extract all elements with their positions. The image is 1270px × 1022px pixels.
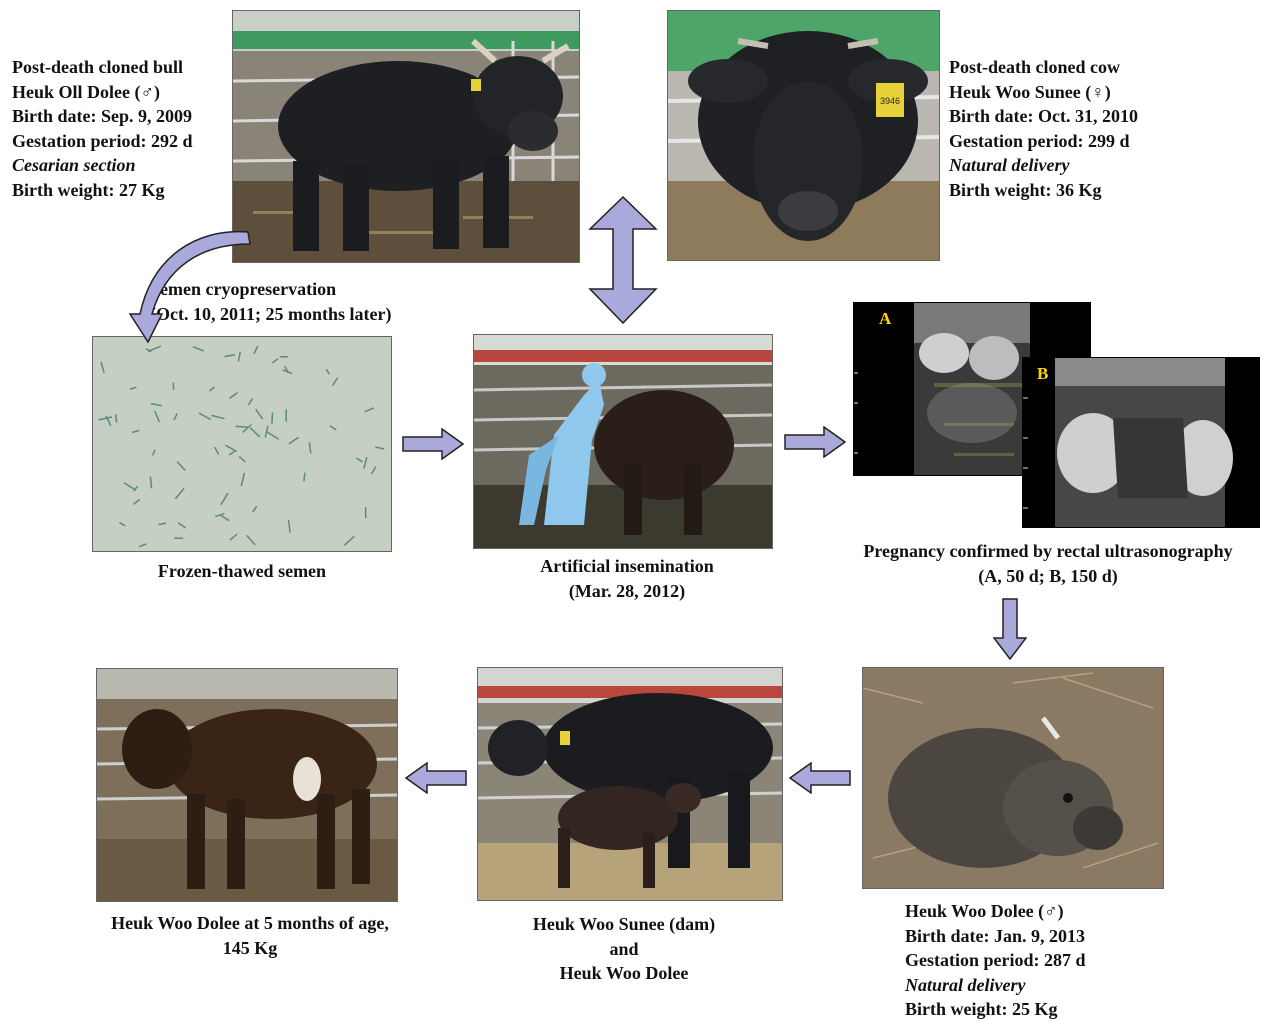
dam-calf-line-1: Heuk Woo Sunee (dam) — [474, 912, 774, 937]
calf-birth-date: Birth date: Jan. 9, 2013 — [905, 924, 1086, 949]
insemination-photo — [473, 334, 773, 549]
bull-info: Post-death cloned bull Heuk Oll Dolee (♂… — [12, 55, 193, 202]
insemination-date: (Mar. 28, 2012) — [477, 579, 777, 604]
bull-gestation: Gestation period: 292 d — [12, 129, 193, 154]
five-months-line-2: 145 Kg — [80, 936, 420, 961]
bull-birth-weight: Birth weight: 27 Kg — [12, 178, 193, 203]
bull-birth-date: Birth date: Sep. 9, 2009 — [12, 104, 193, 129]
ultrasound-title: Pregnancy confirmed by rectal ultrasonog… — [830, 539, 1266, 564]
five-months-caption: Heuk Woo Dolee at 5 months of age, 145 K… — [80, 911, 420, 960]
black-bull-photo — [232, 10, 580, 263]
semen-micrograph — [92, 336, 392, 552]
five-months-line-1: Heuk Woo Dolee at 5 months of age, — [80, 911, 420, 936]
newborn-calf-photo — [862, 667, 1164, 889]
ultrasound-label-b: B — [1037, 364, 1048, 384]
left-arrow-icon — [789, 762, 851, 794]
cow-name: Heuk Woo Sunee (♀) — [949, 80, 1138, 105]
dam-and-calf-photo — [477, 667, 783, 901]
cow-ear-tag: 3946 — [880, 96, 900, 106]
ultrasound-days: (A, 50 d; B, 150 d) — [830, 564, 1266, 589]
sperm-cell — [304, 473, 305, 482]
down-arrow-icon — [993, 598, 1027, 660]
dam-calf-line-3: Heuk Woo Dolee — [474, 961, 774, 986]
sperm-cell — [236, 426, 248, 427]
curved-arrow-icon — [110, 218, 255, 348]
ultrasound-image-b: B — [1022, 357, 1260, 528]
left-arrow-icon — [405, 762, 467, 794]
calf-birth-weight: Birth weight: 25 Kg — [905, 997, 1086, 1022]
ultrasound-caption: Pregnancy confirmed by rectal ultrasonog… — [830, 539, 1266, 588]
insemination-title: Artificial insemination — [477, 554, 777, 579]
sperm-cell — [272, 413, 273, 424]
calf-gestation: Gestation period: 287 d — [905, 948, 1086, 973]
bull-title: Post-death cloned bull — [12, 55, 193, 80]
cow-info: Post-death cloned cow Heuk Woo Sunee (♀)… — [949, 55, 1138, 202]
cow-birth-weight: Birth weight: 36 Kg — [949, 178, 1138, 203]
right-arrow-icon — [784, 426, 846, 458]
calf-info: Heuk Woo Dolee (♂) Birth date: Jan. 9, 2… — [905, 899, 1086, 1022]
cow-title: Post-death cloned cow — [949, 55, 1138, 80]
calf-delivery: Natural delivery — [905, 973, 1086, 998]
ultrasound-label-a: A — [879, 309, 891, 329]
cow-birth-date: Birth date: Oct. 31, 2010 — [949, 104, 1138, 129]
calf-five-months-photo — [96, 668, 398, 902]
sperm-cell — [116, 414, 117, 422]
cow-delivery: Natural delivery — [949, 153, 1138, 178]
bull-delivery: Cesarian section — [12, 153, 193, 178]
dam-calf-caption: Heuk Woo Sunee (dam) and Heuk Woo Dolee — [474, 912, 774, 986]
dam-calf-line-2: and — [474, 937, 774, 962]
bull-name: Heuk Oll Dolee (♂) — [12, 80, 193, 105]
right-arrow-icon — [402, 428, 464, 460]
cow-gestation: Gestation period: 299 d — [949, 129, 1138, 154]
frozen-semen-caption: Frozen-thawed semen — [92, 559, 392, 584]
double-arrow-icon — [588, 195, 658, 325]
insemination-caption: Artificial insemination (Mar. 28, 2012) — [477, 554, 777, 603]
calf-name: Heuk Woo Dolee (♂) — [905, 899, 1086, 924]
black-cow-photo: 3946 — [667, 10, 940, 261]
